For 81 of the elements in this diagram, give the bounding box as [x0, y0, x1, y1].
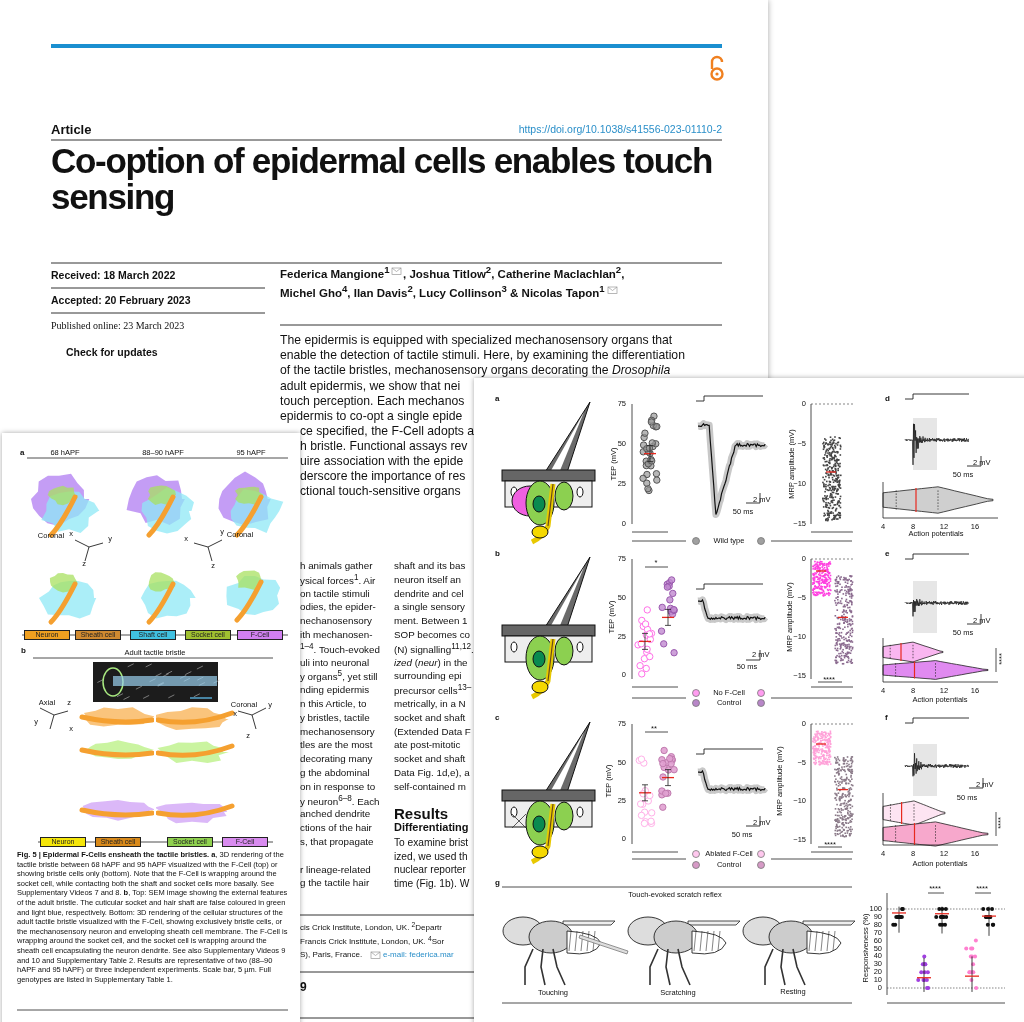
affiliation-line: S), Paris, France. — [300, 951, 363, 959]
panel-letter: f — [885, 714, 888, 722]
body-text-line: anched dendrite — [300, 809, 371, 820]
article-title: Co-option of epidermal cells enables touch sensing — [51, 143, 714, 215]
body-text-line: ctions of the hair — [300, 823, 372, 834]
abstract-line: adult epidermis, we show that nei — [280, 379, 461, 393]
panel-letter: b — [495, 550, 500, 558]
body-text-line: ment. Between 1 — [394, 616, 468, 627]
body-text-line: y organs$^{5}$, yet still — [300, 670, 378, 683]
abstract-line: derscore the importance of res — [300, 469, 466, 483]
subheading: Differentiating — [394, 821, 469, 833]
body-text-line: on in response to — [300, 781, 376, 792]
body-text-line: dendrite and cel — [394, 588, 464, 599]
body-text-line: r lineage-related — [300, 864, 371, 875]
date-text: Received: 18 March 2022 — [51, 269, 176, 281]
doi-link: https://doi.org/10.1038/s41556-023-01110-2 — [518, 123, 722, 135]
panel-letter: g — [495, 879, 500, 887]
body-text-line: ate post-mitotic — [394, 740, 461, 751]
panel-letter: e — [885, 550, 890, 558]
body-text-line: s, that propagate — [300, 837, 374, 847]
body-text-line: y neuron$^{6–8}$. Each — [300, 794, 380, 807]
body-text-line: surrounding epi — [394, 671, 462, 682]
body-text-line: (N) signalling$^{11,12}$. — [394, 642, 474, 655]
body-text-line: g the abdominal — [300, 768, 370, 778]
body-text-line: SOP becomes co — [394, 630, 471, 640]
author-names: Michel Gho$^{4}$, Ilan Davis$^{2}$, Lucy Collinson$^{3}$ & Nicolas Tapon$^{1}$ — [280, 284, 605, 300]
body-text-line: g the tactile hair — [300, 878, 370, 889]
body-text-line: decorating many — [300, 754, 373, 765]
abstract-line: enable the detection of tactile stimuli. Here, by examining the differentiation — [280, 348, 685, 362]
abstract-line: ctional touch-sensitive organs — [300, 484, 461, 498]
body-text-line: uli into neuronal — [300, 657, 370, 668]
body-text-line: nding epidermis — [300, 685, 370, 696]
section-label: Article — [51, 122, 92, 136]
body-text-line: h animals gather — [300, 561, 373, 571]
body-text-line: nechanosensory — [300, 616, 372, 627]
update-text: Check for updates — [66, 346, 158, 358]
body-text-line: socket and shaft — [394, 712, 466, 723]
date-text: Accepted: 20 February 2023 — [51, 294, 191, 306]
abstract-line: of the tactile bristles, mechanosensory organs decorating the Drosophila — [280, 363, 671, 377]
abstract-line: ce specified, the F-Cell adopts a — [300, 424, 475, 438]
body-text-line: metrically, in a N — [394, 699, 466, 709]
email-link: e-mail: federica.mar — [383, 951, 454, 959]
body-text-line: Data Fig. 1d,e), a — [394, 768, 470, 778]
body-text-line: tles are the most — [300, 740, 373, 751]
panel-letter: b — [21, 647, 26, 655]
body-text-line: shaft and its bas — [394, 561, 466, 571]
body-text-line: $^{1–4}$. Touch-evoked — [300, 642, 380, 655]
body-text-line: nuclear reporter — [394, 864, 466, 876]
panel-letter: a — [20, 449, 25, 457]
body-text-line: odies, the epider- — [300, 602, 376, 613]
body-text-line: (Extended Data F — [394, 726, 471, 737]
body-text-line: self-contained m — [394, 781, 466, 792]
body-text-line: neuron itself an — [394, 574, 461, 585]
body-text-line: ized (neur) in the — [394, 657, 468, 668]
panel-letter: a — [495, 395, 500, 403]
body-text-line: socket and shaft — [394, 754, 466, 765]
body-text-line: ized, we used th — [394, 851, 468, 863]
panel-letter: c — [495, 714, 500, 722]
body-text-line: n this Article, to — [300, 699, 367, 709]
abstract-line: The epidermis is equipped with specialized mechanosensory organs that — [280, 333, 673, 347]
body-text-line: precursor cells$^{13–}$ — [394, 684, 472, 697]
author-names: , Joshua Titlow$^{2}$, Catherine Maclachlan$^{2}$, — [403, 265, 625, 281]
body-text-line: To examine brist — [394, 837, 469, 849]
body-text-line: a single sensory — [394, 602, 465, 613]
section-heading: Results — [394, 805, 449, 821]
panel-letter: d — [885, 395, 890, 403]
abstract-line: touch perception. Each mechanos — [280, 394, 465, 408]
body-text-line: ysical forces$^{1}$. Air — [300, 573, 376, 586]
date-text: Published online: 23 March 2023 — [51, 321, 185, 331]
abstract-line: epidermis to co-opt a single epide — [280, 409, 463, 423]
abstract-line: h bristle. Functional assays rev — [300, 439, 468, 453]
body-text-line: time (Fig. 1b). W — [394, 878, 470, 890]
author-names: Federica Mangione$^{1}$ — [280, 265, 390, 281]
affiliation-line: cis Crick Institute, London, UK. $^{2}$Departr — [300, 921, 442, 933]
page-number: 9 — [300, 981, 307, 993]
body-text-line: on tactile stimuli — [300, 588, 370, 599]
body-text-line: mechanosensory — [300, 726, 375, 737]
body-text-line: ith mechanosen- — [300, 630, 373, 640]
abstract-line: uire association with the epide — [300, 454, 464, 468]
affiliation-line: Francis Crick Institute, London, UK. $^{4}$Sor — [300, 935, 445, 947]
body-text-line: y bristles, tactile — [300, 712, 370, 723]
